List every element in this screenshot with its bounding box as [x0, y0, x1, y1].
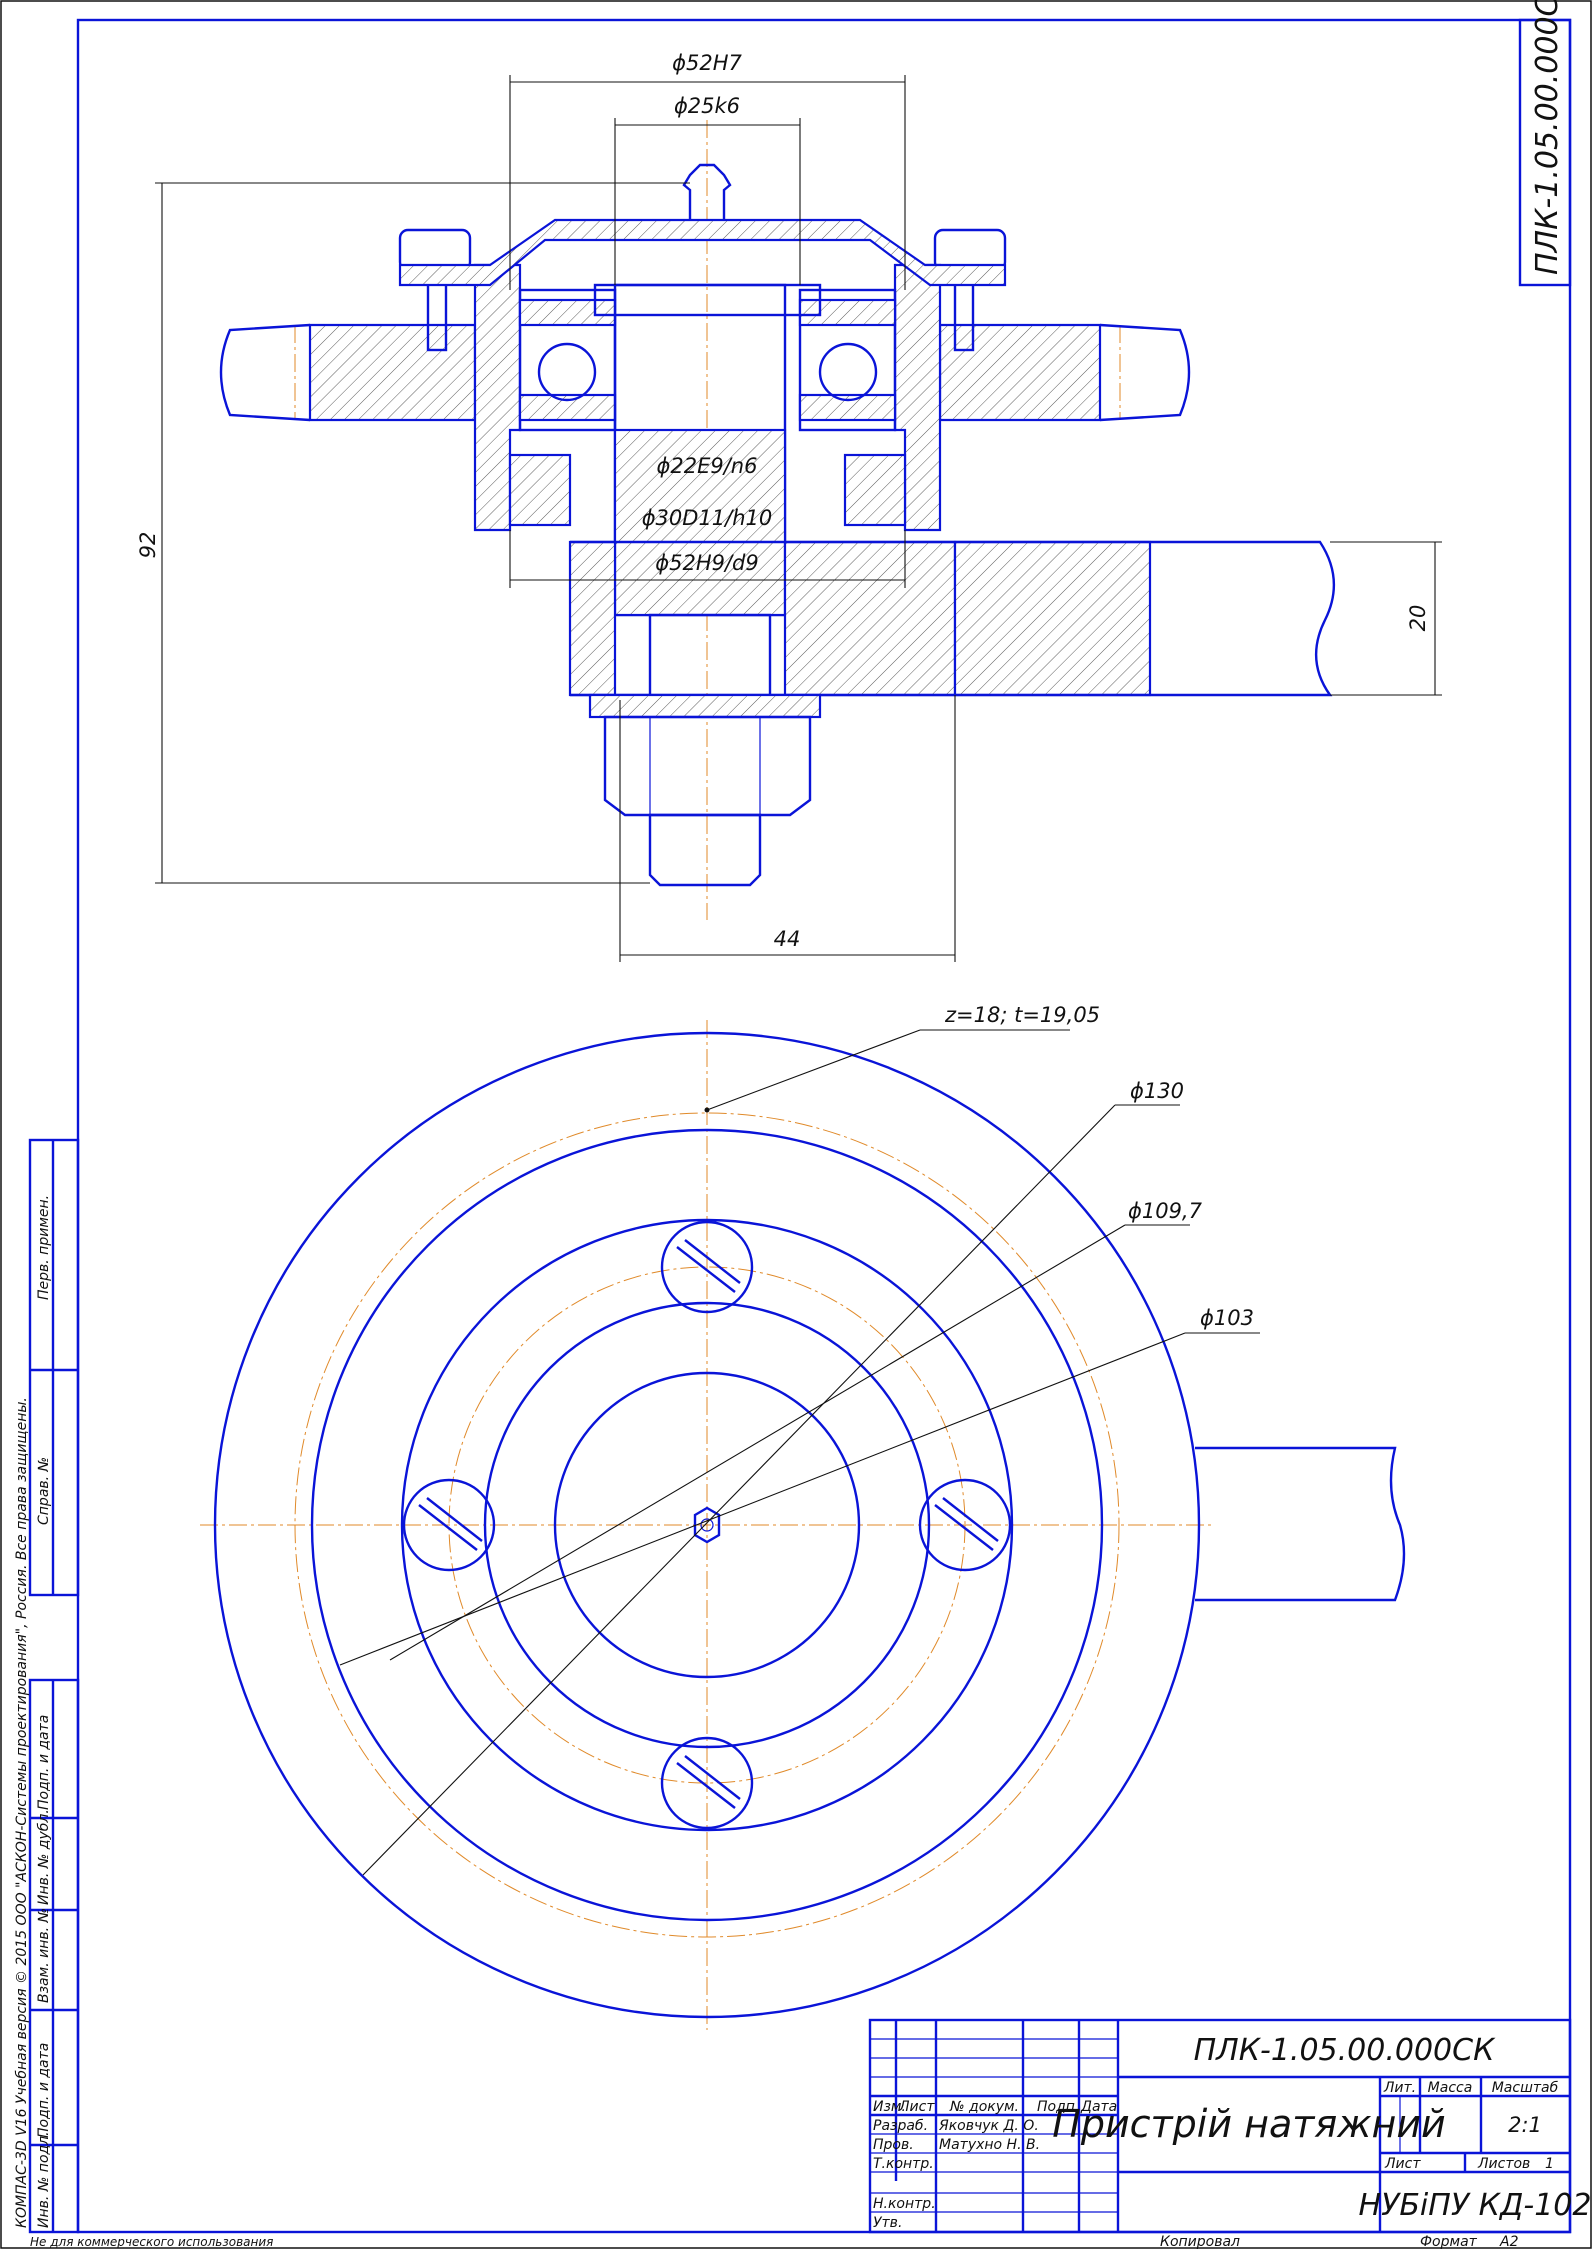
dim-d25k6: ϕ25k6 — [614, 94, 801, 285]
stamp-rows-0-role: Разраб. — [873, 2118, 928, 2134]
format-label: Формат — [1420, 2234, 1478, 2249]
dimensions-d130: ϕ130 — [1130, 1079, 1184, 1103]
stamp-columns-2: № докум. — [949, 2099, 1019, 2115]
side_strip-0: Перв. примен. — [36, 1195, 52, 1300]
section-view: ϕ52H7 ϕ25k6 92 ϕ22E9/n6 ϕ30D11/h10 ϕ52H9… — [136, 51, 1442, 962]
side_strip-3: Инв. № дубл. — [36, 1809, 52, 1905]
dimensions-d103: ϕ103 — [1200, 1306, 1254, 1330]
stamp-columns-4: Дата — [1080, 2099, 1117, 2115]
drawing-mass_label: Масса — [1428, 2080, 1473, 2096]
drawing-title: Пристрій натяжний — [1052, 2102, 1445, 2146]
dimensions-sprocket: z=18; t=19,05 — [944, 1003, 1100, 1027]
dim-d103: ϕ103 — [339, 1306, 1260, 1666]
dim-h92: 92 — [136, 182, 690, 884]
stamp-columns-3: Подп. — [1037, 2099, 1079, 2115]
side_strip-4: Взам. инв. № — [36, 1908, 52, 2003]
stamp-columns-0: Изм. — [873, 2099, 906, 2115]
drawing-lit_label: Лит. — [1383, 2080, 1416, 2096]
drawing-scale_label: Масштаб — [1492, 2080, 1559, 2096]
stamp-rows-4-role: Н.контр. — [873, 2196, 936, 2212]
dim-h20: 20 — [1330, 541, 1442, 696]
drawing-sheets_label: Листов — [1477, 2156, 1530, 2172]
dim-d109: ϕ109,7 — [389, 1199, 1203, 1661]
dim-d52H9: ϕ52H9/d9 — [509, 530, 906, 588]
stamp-columns-1: Лист — [898, 2099, 935, 2115]
drawing-sheets_count: 1 — [1545, 2156, 1554, 2172]
dimensions-w44: 44 — [774, 927, 801, 951]
drawing-software_notice: КОМПАС-3D V16 Учебная версия © 2015 ООО … — [14, 1397, 30, 2228]
dimensions-h20: 20 — [1406, 605, 1430, 632]
non-commercial-note: Не для коммерческого использования — [30, 2235, 273, 2249]
plan-view: z=18; t=19,05 ϕ130 ϕ109,7 ϕ103 — [200, 1003, 1406, 2030]
stamp-rows-0-name: Яковчук Д. О. — [938, 2118, 1039, 2134]
dim-d30: ϕ30D11/h10 — [642, 506, 773, 530]
dim-d22: ϕ22E9/n6 — [657, 454, 758, 478]
title-block: Изм. Лист № докум. Подп. Дата Разраб. Як… — [868, 2018, 1592, 2234]
leader-sprocket: z=18; t=19,05 — [704, 1003, 1100, 1113]
bolt-holes — [402, 1220, 1012, 1830]
dim-d52H7: ϕ52H7 — [509, 51, 906, 290]
stamp-rows-1-name: Матухно Н. В. — [939, 2137, 1040, 2153]
dim-w44: 44 — [619, 695, 956, 962]
dim-d130: ϕ130 — [362, 1079, 1184, 1876]
stamp-rows-2-role: Т.контр. — [873, 2156, 934, 2172]
copied-label: Копировал — [1160, 2234, 1240, 2249]
side_strip-2: Подп. и дата — [36, 1715, 52, 1810]
designation-box: ПЛК-1.05.00.000СК — [1518, 0, 1572, 287]
left-strip: Перв. примен. Справ. № Подп. и дата Инв.… — [14, 1138, 80, 2234]
dimensions-d109: ϕ109,7 — [1128, 1199, 1203, 1223]
title-designation: ПЛК-1.05.00.000СК — [1194, 2033, 1496, 2068]
side_strip-5: Подп. и дата — [36, 2043, 52, 2138]
dimensions-d52H7: ϕ52H7 — [672, 51, 742, 75]
dimensions-h92: 92 — [136, 532, 160, 559]
format-value: A2 — [1499, 2234, 1519, 2249]
side_strip-1: Справ. № — [36, 1457, 52, 1525]
organization: НУБіПУ КД-102 — [1359, 2188, 1592, 2223]
scale-value: 2:1 — [1508, 2113, 1542, 2137]
stamp-rows-1-role: Пров. — [873, 2137, 914, 2153]
dimensions-d25k6: ϕ25k6 — [674, 94, 740, 118]
side_strip-6: Инв. № подл. — [36, 2131, 52, 2228]
stamp-rows-5-role: Утв. — [873, 2215, 902, 2231]
designation-rotated: ПЛК-1.05.00.000СК — [1530, 0, 1565, 275]
dimensions-d52H9: ϕ52H9/d9 — [655, 551, 759, 575]
drawing-frame — [76, 18, 1572, 2234]
drawing-sheet_label: Лист — [1384, 2156, 1421, 2172]
